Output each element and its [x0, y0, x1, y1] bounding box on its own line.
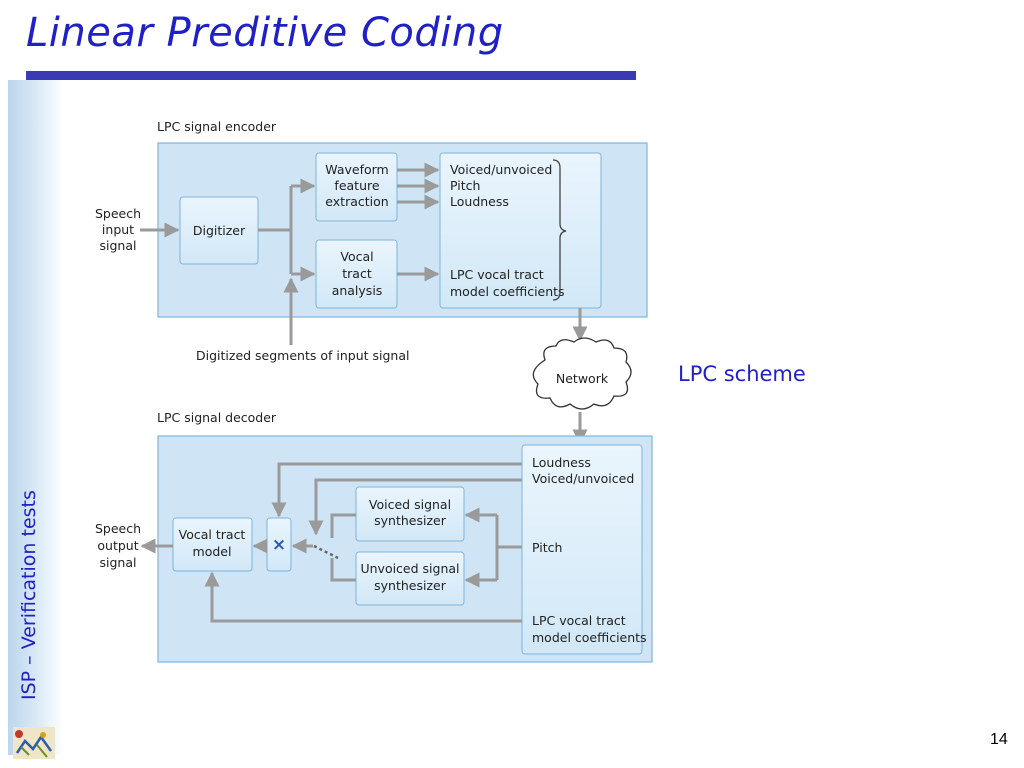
feature-arrows: [397, 162, 440, 282]
svg-text:Loudness: Loudness: [532, 455, 591, 470]
svg-text:tract: tract: [342, 266, 372, 281]
svg-text:Speech: Speech: [95, 521, 141, 536]
voiced-synth-label: Voiced signal synthesizer: [369, 497, 451, 528]
slide-title: Linear Preditive Coding: [26, 10, 504, 56]
digitizer-branch: [258, 178, 316, 282]
decoder-coeffs-label: LPC vocal tract model coefficients: [532, 613, 647, 645]
speech-input-label: Speech input signal: [95, 206, 141, 253]
decoder-label: LPC signal decoder: [157, 410, 277, 425]
svg-text:LPC vocal tract: LPC vocal tract: [532, 613, 626, 628]
param-brace: [552, 159, 567, 301]
svg-text:synthesizer: synthesizer: [374, 578, 447, 593]
svg-text:Speech: Speech: [95, 206, 141, 221]
encoder-params-block: [439, 152, 602, 309]
svg-text:Vocal tract: Vocal tract: [179, 527, 246, 542]
vocal-tract-model-label: Vocal tract model: [179, 527, 246, 559]
svg-text:output: output: [97, 538, 138, 553]
decoder-params-top: Loudness Voiced/unvoiced: [532, 455, 634, 486]
switch-arm: [313, 544, 339, 560]
lpc-scheme-note: LPC scheme: [678, 362, 806, 386]
svg-text:signal: signal: [100, 555, 137, 570]
svg-text:synthesizer: synthesizer: [374, 513, 447, 528]
svg-text:feature: feature: [334, 178, 379, 193]
svg-text:model: model: [193, 544, 232, 559]
encoder-label: LPC signal encoder: [157, 119, 277, 134]
unvoiced-synth-label: Unvoiced signal synthesizer: [360, 561, 459, 593]
svg-text:Loudness: Loudness: [450, 194, 509, 209]
svg-text:Waveform: Waveform: [325, 162, 388, 177]
multiplier-symbol: ×: [272, 535, 286, 555]
svg-text:Pitch: Pitch: [450, 178, 480, 193]
svg-text:extraction: extraction: [325, 194, 388, 209]
waveform-label: Waveform feature extraction: [325, 162, 388, 209]
sidebar-band: [8, 80, 64, 755]
decoder-params-block: [521, 444, 643, 655]
encoder-params-list: Voiced/unvoiced Pitch Loudness: [450, 162, 552, 209]
decoder-connections: [140, 462, 522, 623]
svg-text:input: input: [102, 222, 134, 237]
svg-text:Unvoiced signal: Unvoiced signal: [360, 561, 459, 576]
institution-logo-icon: [13, 727, 55, 759]
encoder-coeffs-label: LPC vocal tract model coefficients: [450, 267, 565, 299]
svg-text:Voiced/unvoiced: Voiced/unvoiced: [450, 162, 552, 177]
digitizer-label: Digitizer: [193, 223, 246, 238]
svg-text:signal: signal: [100, 238, 137, 253]
svg-text:model coefficients: model coefficients: [450, 284, 565, 299]
svg-text:LPC vocal tract: LPC vocal tract: [450, 267, 544, 282]
svg-text:Voiced/unvoiced: Voiced/unvoiced: [532, 471, 634, 486]
title-underline: [26, 71, 636, 80]
page-number: 14: [990, 731, 1008, 748]
svg-text:analysis: analysis: [332, 283, 383, 298]
speech-output-label: Speech output signal: [95, 521, 141, 570]
network-cloud-icon: [532, 337, 632, 410]
svg-text:Vocal: Vocal: [340, 249, 373, 264]
svg-text:model coefficients: model coefficients: [532, 630, 647, 645]
svg-text:Voiced signal: Voiced signal: [369, 497, 451, 512]
digitized-segments-label: Digitized segments of input signal: [196, 348, 409, 363]
decoder-pitch-label: Pitch: [532, 540, 562, 555]
network-label: Network: [556, 371, 609, 386]
vocal-tract-analysis-label: Vocal tract analysis: [332, 249, 383, 298]
